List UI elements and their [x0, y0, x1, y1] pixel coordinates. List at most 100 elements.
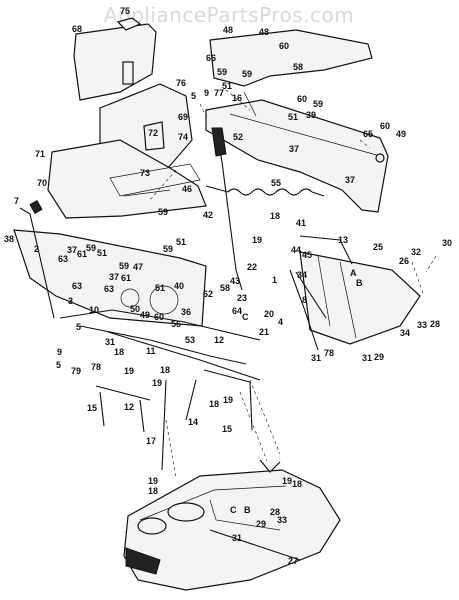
callout-label: 1	[272, 275, 277, 285]
callout-label: 45	[302, 250, 312, 260]
callout-label: 36	[181, 307, 191, 317]
callout-label: 38	[4, 234, 14, 244]
callout-label: 42	[203, 210, 213, 220]
callout-label: 75	[120, 6, 130, 16]
callout-label: 77	[214, 88, 224, 98]
callout-label: 23	[237, 293, 247, 303]
callout-label: 50	[130, 304, 140, 314]
callout-label: 39	[306, 110, 316, 120]
callout-label: 49	[140, 310, 150, 320]
callout-label: 34	[297, 270, 307, 280]
callout-label: 79	[71, 366, 81, 376]
callout-label: 31	[362, 353, 372, 363]
callout-label: 58	[293, 62, 303, 72]
callout-label: 43	[230, 276, 240, 286]
callout-label: 29	[256, 519, 266, 529]
callout-label: 65	[363, 129, 373, 139]
callout-label: 60	[297, 94, 307, 104]
callout-label: A	[350, 268, 357, 278]
callout-label: 33	[277, 515, 287, 525]
callout-label: 63	[104, 284, 114, 294]
callout-label: 68	[72, 24, 82, 34]
callout-label: 59	[163, 244, 173, 254]
front-frame-plate	[295, 235, 421, 345]
callout-label: 18	[160, 365, 170, 375]
callout-label: 25	[373, 242, 383, 252]
callout-label: 59	[313, 99, 323, 109]
callout-label: 62	[203, 289, 213, 299]
callout-label: 61	[121, 273, 131, 283]
callout-label: 66	[206, 53, 216, 63]
callout-label: 40	[174, 281, 184, 291]
callout-label: 32	[411, 247, 421, 257]
callout-label: 51	[155, 283, 165, 293]
callout-label: 22	[247, 262, 257, 272]
callout-label: 11	[146, 346, 156, 356]
callout-label: C	[242, 312, 249, 322]
callout-label: 52	[233, 132, 243, 142]
callout-label: 29	[374, 352, 384, 362]
callout-label: 4	[278, 317, 283, 327]
callout-label: B	[244, 505, 251, 515]
callout-label: 19	[124, 366, 134, 376]
hanger-links	[59, 269, 319, 485]
callout-label: 5	[76, 322, 81, 332]
callout-label: 7	[14, 196, 19, 206]
callout-label: 69	[178, 112, 188, 122]
callout-label: 47	[133, 262, 143, 272]
spring	[205, 185, 325, 197]
callout-label: 5	[56, 360, 61, 370]
callout-label: 13	[338, 235, 348, 245]
callout-label: 63	[58, 254, 68, 264]
callout-label: 15	[87, 403, 97, 413]
callout-label: 12	[214, 335, 224, 345]
callout-label: 60	[154, 312, 164, 322]
callout-label: 2	[34, 244, 39, 254]
callout-label: 37	[289, 144, 299, 154]
callout-label: 53	[185, 335, 195, 345]
callout-label: 8	[302, 295, 307, 305]
callout-label: 73	[140, 168, 150, 178]
callout-label: 41	[296, 218, 306, 228]
callout-label: 72	[148, 128, 158, 138]
frame-rear-section	[205, 29, 389, 213]
assembly-guide-lines	[149, 89, 437, 297]
callout-label: 60	[279, 41, 289, 51]
callout-label: 78	[324, 348, 334, 358]
callout-label: 19	[152, 378, 162, 388]
callout-label: 56	[171, 319, 181, 329]
callout-label: 31	[311, 353, 321, 363]
callout-label: 70	[37, 178, 47, 188]
callout-label: 19	[282, 476, 292, 486]
callout-label: 18	[270, 211, 280, 221]
callout-label: 17	[146, 436, 156, 446]
callout-label: 26	[399, 256, 409, 266]
callout-label: 19	[148, 476, 158, 486]
callout-label: 9	[57, 347, 62, 357]
callout-label: 18	[209, 399, 219, 409]
callout-label: B	[356, 278, 363, 288]
callout-label: 51	[222, 81, 232, 91]
callout-label: 16	[232, 93, 242, 103]
callout-label: 19	[223, 395, 233, 405]
callout-label: 48	[223, 25, 233, 35]
callout-label: 74	[178, 132, 188, 142]
callout-label: 49	[396, 129, 406, 139]
callout-label: 27	[288, 556, 298, 566]
callout-label: 9	[204, 88, 209, 98]
callout-label: 34	[400, 328, 410, 338]
callout-label: 51	[176, 237, 186, 247]
callout-label: 59	[242, 69, 252, 79]
callout-label: 28	[270, 507, 280, 517]
callout-label: 59	[119, 261, 129, 271]
callout-label: 55	[271, 178, 281, 188]
rear-fender-panel	[47, 139, 207, 219]
callout-label: 19	[252, 235, 262, 245]
callout-label: C	[230, 505, 237, 515]
callout-label: 18	[114, 347, 124, 357]
chassis-side-plate	[13, 199, 207, 327]
callout-label: 51	[97, 248, 107, 258]
callout-label: 61	[77, 249, 87, 259]
